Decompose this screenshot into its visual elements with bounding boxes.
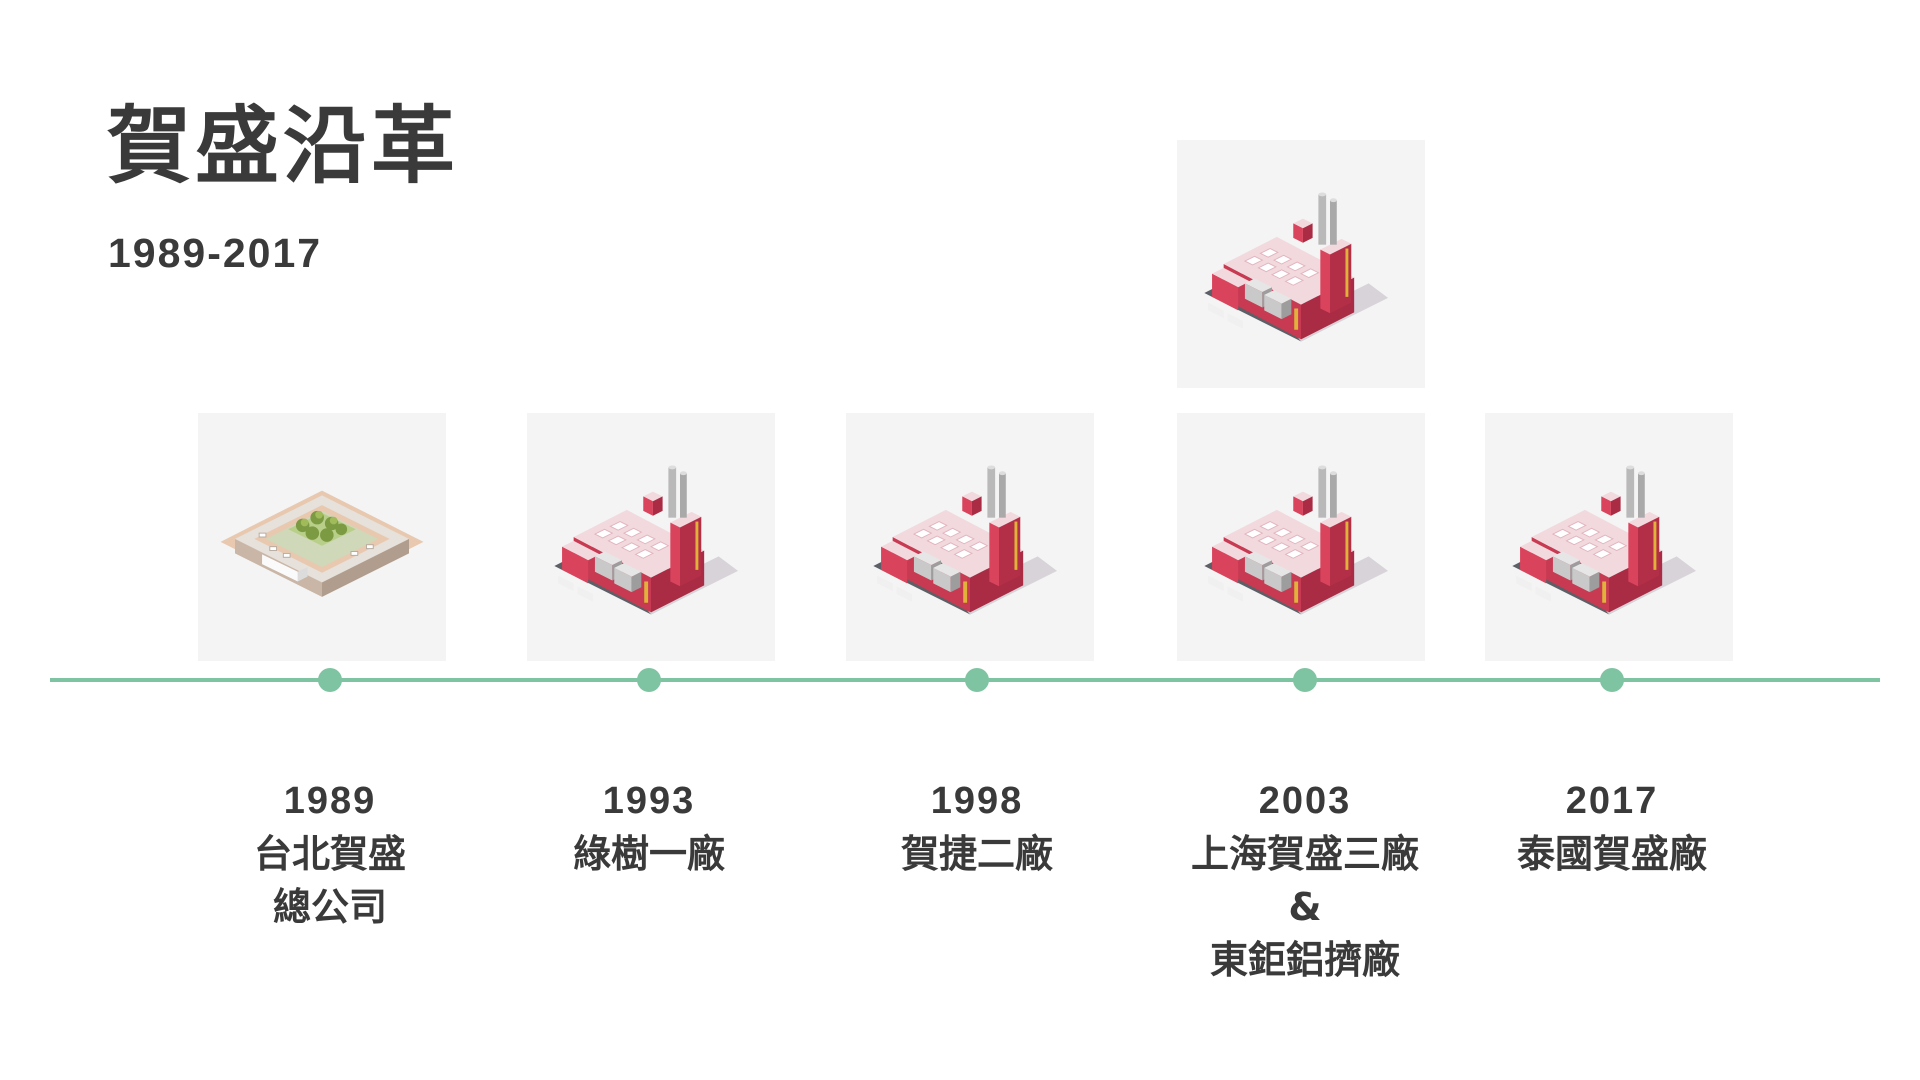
office-building-icon [206,421,438,653]
timeline-dot-1998 [965,668,989,692]
milestone-card-1993 [527,413,775,661]
milestone-year: 1998 [930,780,1024,822]
milestone-year: 1989 [283,780,377,822]
timeline-dot-2003 [1293,668,1317,692]
milestone-label-1989: 1989 台北賀盛 總公司 [170,775,490,934]
milestone-year: 1993 [602,780,696,822]
factory-icon [854,421,1086,653]
milestone-text: 賀捷二廠 [900,832,1053,876]
milestone-label-1998: 1998 賀捷二廠 [817,775,1137,881]
milestone-card-2017 [1485,413,1733,661]
milestone-year: 2003 [1258,780,1352,822]
milestone-label-1993: 1993 綠樹一廠 [489,775,809,881]
milestone-label-2003: 2003 上海賀盛三廠 & 東鉅鋁擠廠 [1145,775,1465,987]
page-title: 賀盛沿革 [107,97,460,195]
milestone-card-1989 [198,413,446,661]
milestone-card-1998 [846,413,1094,661]
milestone-text: 泰國賀盛廠 [1516,832,1707,876]
milestone-text: 上海賀盛三廠 [1190,832,1419,876]
milestone-label-2017: 2017 泰國賀盛廠 [1452,775,1772,881]
factory-icon [1493,421,1725,653]
timeline-dot-1993 [637,668,661,692]
milestone-card-2003 [1177,413,1425,661]
factory-icon [1185,148,1417,380]
factory-icon [1185,421,1417,653]
extra-factory-card [1177,140,1425,388]
milestone-text: 東鉅鋁擠廠 [1209,938,1400,982]
milestone-text: 台北賀盛 [253,832,406,876]
milestone-text: 綠樹一廠 [572,832,725,876]
milestone-text: & [1288,885,1322,929]
timeline-dot-2017 [1600,668,1624,692]
page-subtitle: 1989-2017 [108,230,323,276]
milestone-text: 總公司 [272,885,387,929]
milestone-year: 2017 [1565,780,1659,822]
timeline-dot-1989 [318,668,342,692]
factory-icon [535,421,767,653]
